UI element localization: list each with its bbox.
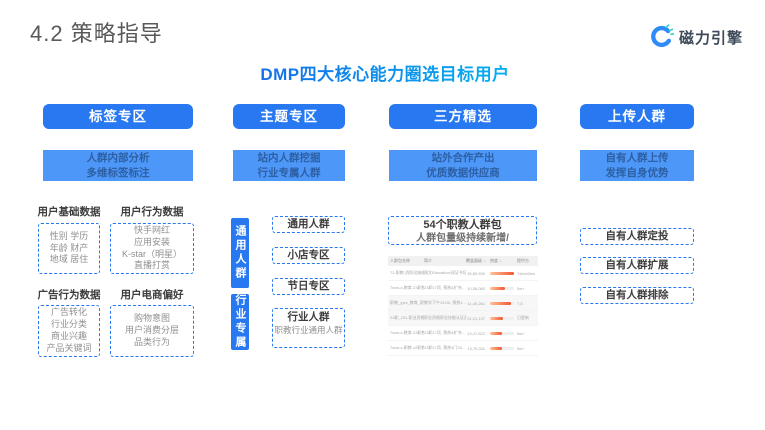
cell-source: 5w+ (517, 285, 525, 291)
cell-source: 7.8 (517, 300, 523, 306)
cell-name: 职教_yyrs_教育_职业资… (390, 300, 424, 305)
cell-count: 13,47,622 (467, 330, 485, 336)
column-header-tag-zone: 标签专区 (43, 104, 193, 129)
cell-source: 7xbrw2wu (517, 270, 536, 276)
cell-heat-bar (487, 271, 517, 275)
side-label-general-audience: 通用人群 (231, 218, 249, 288)
industry-audience-subtitle: 职教行业通用人群 (274, 324, 343, 335)
group-label-user-behavior-data: 用户行为数据 (120, 206, 184, 218)
slide-subtitle: DMP四大核心能力圈选目标用户 (180, 60, 590, 85)
cell-heat-bar (487, 316, 517, 320)
cell-count: 12,76,311 (467, 345, 486, 351)
cell-desc: 职业资格职业技能认证类… (424, 315, 466, 320)
cell-name: 7xxw-x-职教-x2职教… (390, 345, 424, 350)
page-title: 4.2 策略指导 (30, 21, 163, 46)
cell-heat-bar (487, 286, 517, 290)
cell-count: 11,45,261 (467, 300, 486, 306)
cell-desc: 23职17项, 预热3门25… (424, 345, 466, 350)
cell-heat-bar (487, 301, 517, 305)
cell-source: 5w+ (517, 345, 525, 351)
upload-description: 自有人群上传 发挥自身优势 (580, 150, 694, 181)
table-row: 7xxw-x-教育-23职教… 23职17项, 预热&扩充… 13,47,622… (388, 326, 538, 341)
theme-box-general-audience: 通用人群 (272, 216, 345, 233)
brand-logo-text: 磁力引擎 (678, 29, 743, 47)
cell-name: 7xxw-x-教育-23职教… (390, 285, 424, 290)
group-label-ad-behavior-data: 广告行为数据 (37, 289, 101, 301)
cell-desc: 23职17项, 预热&扩充… (424, 330, 466, 335)
column-header-upload: 上传人群 (580, 104, 694, 129)
audience-package-table: 人群包名称 简介 覆盖量级 ↓ 热度 ↓ 提供方 72-职教-消防设施操作员 图… (388, 256, 538, 356)
ad-behavior-data-box: 广告转化 行业分类 商业兴趣 产品关键词 (38, 305, 100, 357)
cell-name: 7xxw-x-教育-23职教… (390, 330, 424, 335)
headline-line2: 人群包量级持续新增/ (416, 232, 509, 244)
cell-heat-bar (487, 346, 517, 350)
table-row: 7xxw-x-职教-x2职教… 23职17项, 预热3门25… 12,76,31… (388, 341, 538, 356)
theme-zone-description: 站内人群挖掘 行业专属人群 (233, 150, 345, 181)
table-row: 7xxw-x-教育-23职教… 23职17项, 预热&扩充… 10,56,083… (388, 281, 538, 296)
cell-name: 23职_231-职业资格认证… (390, 315, 424, 320)
cell-count: 10,56,083 (467, 285, 485, 291)
cell-count: 15,89,530 (467, 270, 485, 276)
table-header-row: 人群包名称 简介 覆盖量级 ↓ 热度 ↓ 提供方 (388, 256, 538, 266)
table-row: 72-职教-消防设施操作员 图文Education/双证书培训… 15,89,5… (388, 266, 538, 281)
cell-desc: 图文Education/双证书培训… (424, 270, 466, 275)
table-row: 23职_231-职业资格认证… 职业资格职业技能认证类… 21,21,137 日… (388, 311, 538, 326)
cell-heat-bar (487, 331, 517, 335)
upload-box-own-audience-exclusion: 自有人群排除 (580, 287, 694, 304)
industry-audience-title: 行业人群 (287, 311, 330, 323)
headline-line1: 54个职教人群包 (423, 219, 502, 231)
cell-name: 72-职教-消防设施操作员 (390, 270, 424, 275)
ecommerce-preference-box: 购物意图 用户消费分层 品类行为 (110, 305, 194, 357)
cell-count: 21,21,137 (467, 315, 485, 321)
table-header-source: 提供方 (517, 258, 529, 263)
column-header-theme-zone: 主题专区 (233, 104, 345, 129)
group-label-ecommerce-preference: 用户电商偏好 (120, 289, 184, 301)
table-header-name: 人群包名称 (390, 258, 410, 263)
theme-box-shop-zone: 小店专区 (272, 247, 345, 264)
table-header-desc: 简介 (424, 258, 432, 263)
upload-box-own-audience-expansion: 自有人群扩展 (580, 257, 694, 274)
column-header-third-party: 三方精选 (389, 104, 537, 129)
third-party-description: 站外合作产出 优质数据供应商 (389, 150, 537, 181)
table-header-heat: 热度 ↓ (490, 258, 502, 263)
magnetic-engine-logo-icon (648, 24, 674, 50)
side-label-industry-exclusive: 行业专属 (231, 294, 249, 350)
cell-source: 日更新 (517, 315, 529, 320)
theme-box-festival-zone: 节日专区 (272, 278, 345, 295)
table-row: 职教_yyrs_教育_职业资… 教学下午13:00, 预热1… 11,45,26… (388, 296, 538, 311)
cell-desc: 教学下午13:00, 预热1… (424, 300, 466, 305)
user-behavior-data-box: 快手网红 应用安装 K-star（明星） 直播打赏 (110, 223, 194, 274)
third-party-headline-box: 54个职教人群包 人群包量级持续新增/ (388, 216, 537, 245)
tag-zone-description: 人群内部分析 多维标签标注 (43, 150, 193, 181)
upload-box-own-audience-targeting: 自有人群定投 (580, 228, 694, 245)
cell-desc: 23职17项, 预热&扩充… (424, 285, 466, 290)
group-label-user-basic-data: 用户基础数据 (37, 206, 101, 218)
cell-source: 5w+ (517, 330, 525, 336)
theme-box-industry-audience: 行业人群 职教行业通用人群 (272, 308, 345, 348)
table-header-count: 覆盖量级 ↓ (466, 258, 486, 263)
brand-logo: 磁力引擎 (648, 24, 743, 50)
user-basic-data-box: 性别 学历 年龄 财产 地域 居住 (38, 223, 100, 274)
